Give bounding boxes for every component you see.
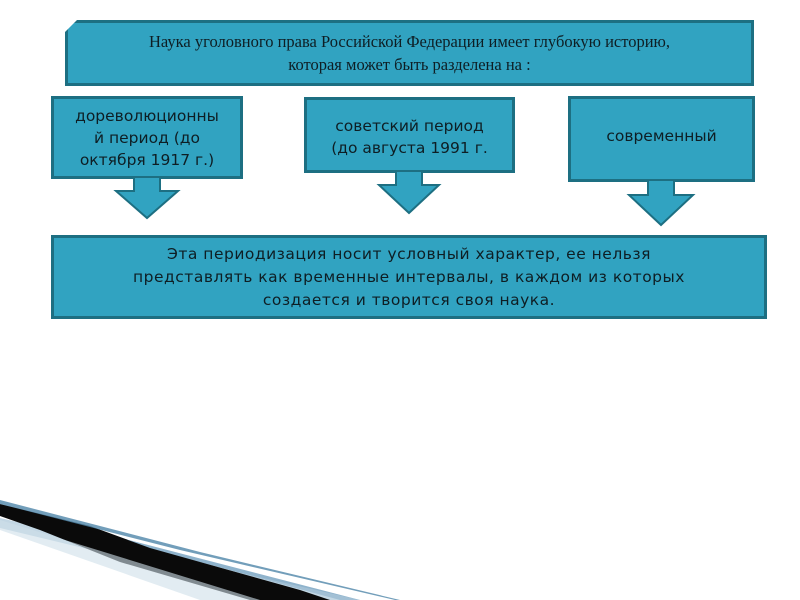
header-corner-notch (65, 20, 77, 32)
conclusion-line-2: представлять как временные интервалы, в … (133, 267, 685, 286)
conclusion-line-1: Эта периодизация носит условный характер… (167, 244, 651, 263)
period-box-soviet: советский период (до августа 1991 г. (304, 97, 515, 173)
down-arrow-2-icon (376, 170, 442, 215)
period-3-line-1: современный (606, 127, 717, 145)
header-text: Наука уголовного права Российской Федера… (149, 30, 670, 76)
period-box-prerevolutionary: дореволюционны й период (до октября 1917… (51, 96, 243, 179)
conclusion-line-3: создается и творится своя наука. (262, 290, 556, 309)
header-box: Наука уголовного права Российской Федера… (65, 20, 754, 86)
period-1-line-3: октября 1917 г.) (79, 150, 215, 169)
down-arrow-1-icon (113, 176, 181, 220)
conclusion-box: Эта периодизация носит условный характер… (51, 235, 767, 319)
period-2-line-2: (до августа 1991 г. (331, 139, 488, 157)
period-2-line-1: советский период (335, 117, 484, 135)
header-line-1: Наука уголовного права Российской Федера… (148, 32, 670, 51)
down-arrow-3-icon (626, 179, 696, 227)
period-1-line-1: дореволюционны (75, 106, 219, 125)
period-1-line-2: й период (до (94, 128, 200, 147)
header-line-2: которая может быть разделена на : (288, 55, 531, 74)
